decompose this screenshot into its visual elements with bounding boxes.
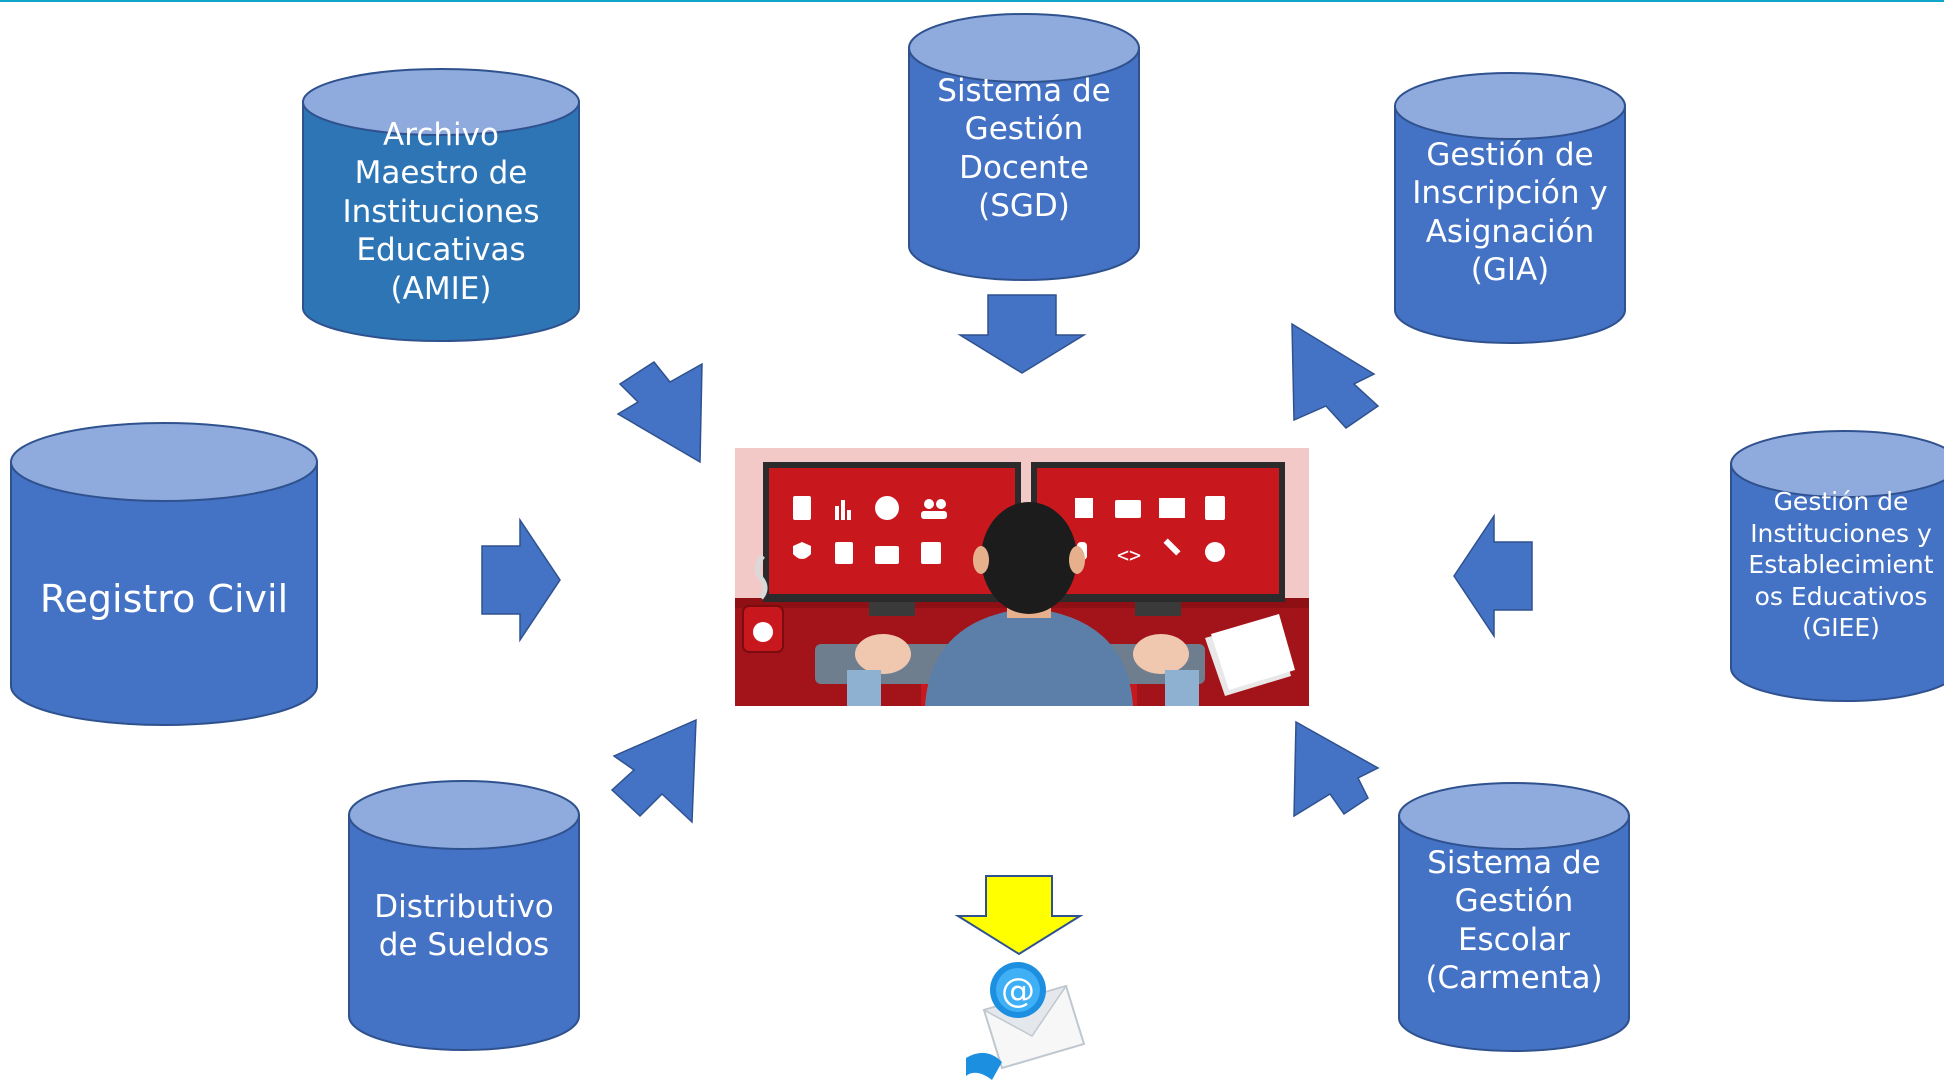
database-giee: Gestión de Instituciones y Establecimien… bbox=[1730, 430, 1944, 702]
developer-illustration: <> bbox=[735, 448, 1309, 706]
svg-text:<>: <> bbox=[1117, 543, 1141, 567]
arrow-diagonal-from-carmenta bbox=[1293, 720, 1380, 818]
database-amie: Archivo Maestro de Instituciones Educati… bbox=[302, 68, 580, 342]
cylinder-shape bbox=[1398, 782, 1630, 1052]
database-label: Sistema de Gestión Docente (SGD) bbox=[937, 73, 1111, 225]
cylinder-shape bbox=[1730, 430, 1944, 702]
database-label: Distributivo de Sueldos bbox=[374, 889, 554, 964]
developer-at-monitors-image: <> bbox=[735, 448, 1309, 706]
email-icon: @ bbox=[962, 950, 1090, 1084]
database-carmenta: Sistema de Gestión Escolar (Carmenta) bbox=[1398, 782, 1630, 1054]
database-gia: Gestión de Inscripción y Asignación (GIA… bbox=[1394, 72, 1626, 344]
arrow-diagonal-from-distributivo bbox=[610, 718, 697, 824]
arrow-left-from-giee bbox=[1453, 513, 1533, 639]
email-at-symbol: @ bbox=[1001, 971, 1035, 1011]
database-label: Sistema de Gestión Escolar (Carmenta) bbox=[1425, 845, 1603, 997]
database-label: Gestión de Inscripción y Asignación (GIA… bbox=[1412, 137, 1608, 289]
database-label: Registro Civil bbox=[39, 577, 289, 622]
database-label: Archivo Maestro de Instituciones Educati… bbox=[342, 117, 540, 307]
cylinder-shape bbox=[1394, 72, 1626, 344]
database-registro-civil: Registro Civil bbox=[10, 422, 318, 726]
arrow-right-from-registro-civil bbox=[481, 517, 561, 643]
cylinder-shape bbox=[908, 13, 1140, 281]
database-sgd: Sistema de Gestión Docente (SGD) bbox=[908, 12, 1140, 282]
arrow-diagonal-from-amie bbox=[616, 361, 703, 464]
cylinder-shape bbox=[302, 68, 580, 342]
top-accent-line bbox=[0, 0, 1944, 2]
database-distributivo: Distributivo de Sueldos bbox=[348, 780, 580, 1052]
cylinder-shape bbox=[348, 780, 580, 1051]
arrow-down-from-sgd bbox=[957, 294, 1087, 374]
database-label: Gestión de Instituciones y Establecimien… bbox=[1748, 487, 1934, 642]
arrow-diagonal-from-gia bbox=[1291, 322, 1380, 429]
arrow-down-to-email bbox=[954, 875, 1084, 956]
cylinder-shape bbox=[10, 422, 318, 726]
